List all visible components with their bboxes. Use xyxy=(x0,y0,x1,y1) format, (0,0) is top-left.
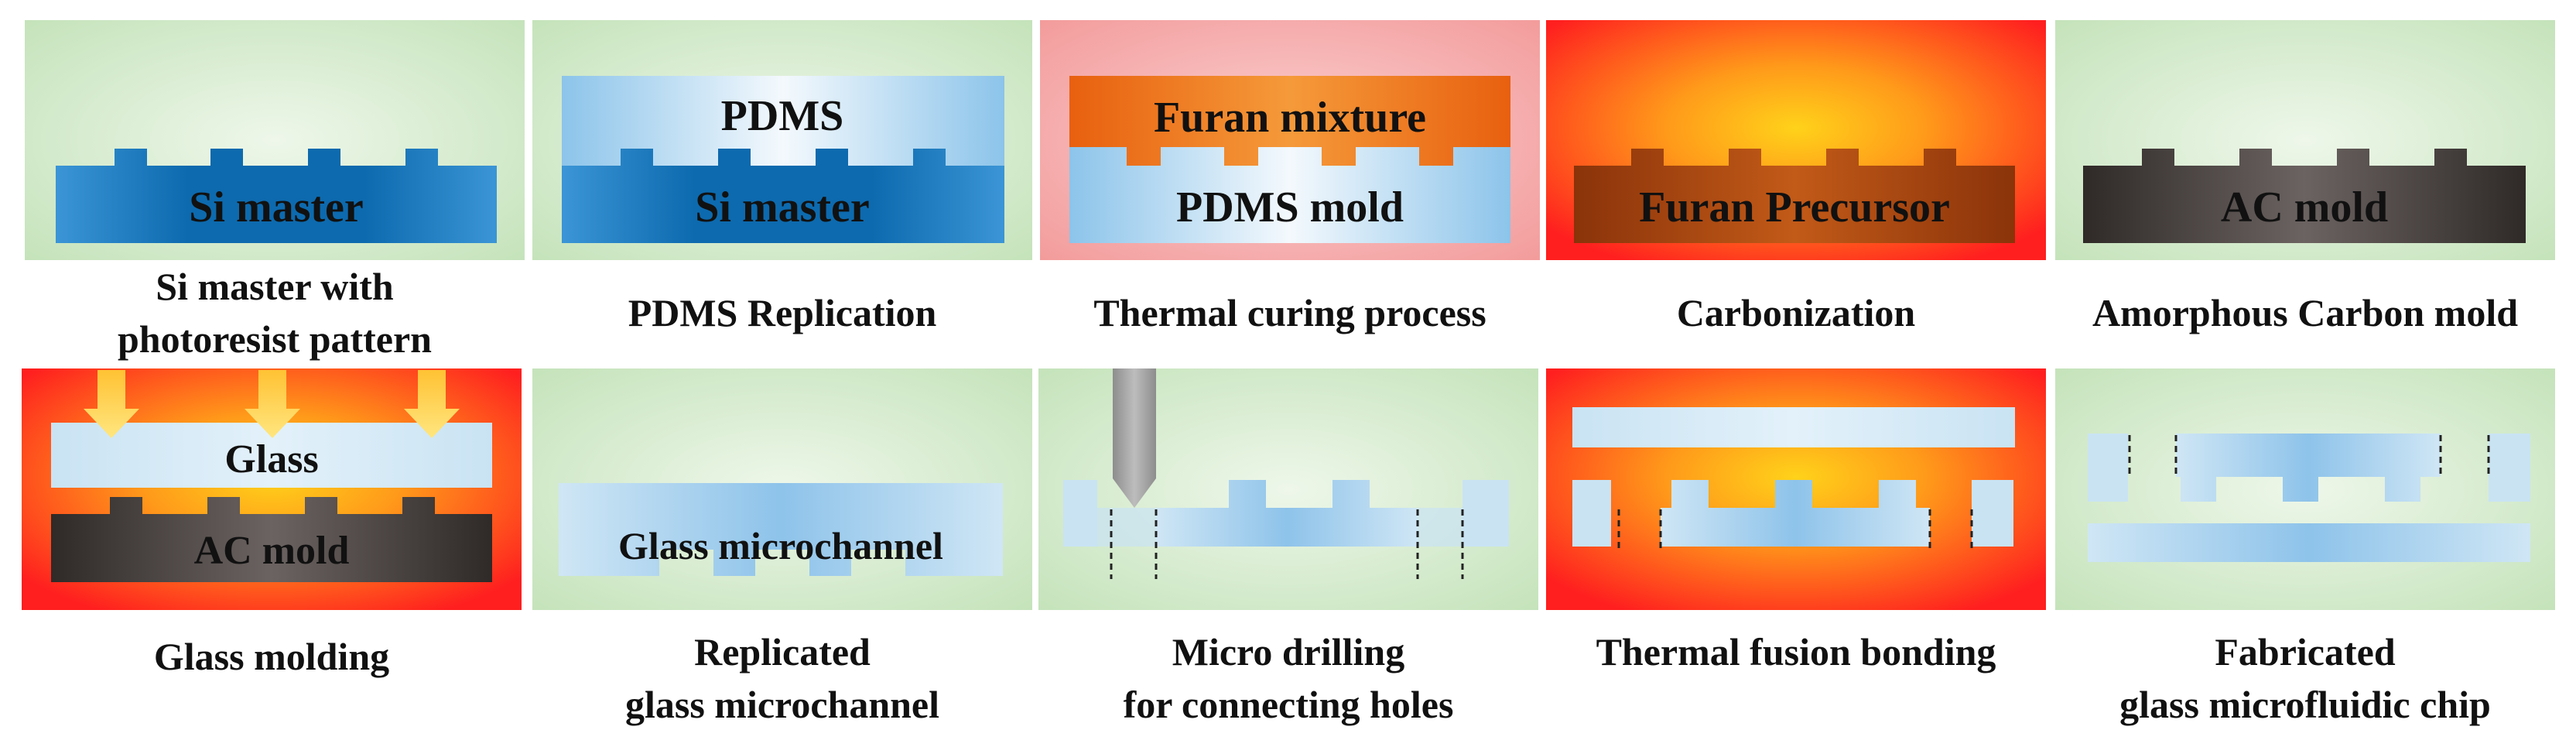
heat-arrow-icon xyxy=(84,370,139,438)
glass-block-inner-right xyxy=(1418,508,1462,547)
caption-pdms-replication: PDMS Replication xyxy=(532,286,1032,339)
caption-line: Micro drilling xyxy=(1172,630,1405,673)
furan-precursor-label: Furan Precursor xyxy=(1639,183,1950,231)
bottom-glass-substrate xyxy=(2088,523,2530,562)
si-master-label: Si master xyxy=(189,183,364,231)
caption-line: photoresist pattern xyxy=(117,317,432,361)
caption-replicated-glass: Replicated glass microchannel xyxy=(532,625,1032,731)
caption-line: Amorphous Carbon mold xyxy=(2092,291,2519,334)
caption-line: Replicated xyxy=(694,630,871,673)
caption-thermal-fusion: Thermal fusion bonding xyxy=(1546,625,2046,678)
panel-carbonization: Furan Precursor xyxy=(1546,20,2046,260)
glass-block-left xyxy=(1063,480,1097,547)
glass-block-right xyxy=(2489,434,2530,502)
caption-si-master: Si master with photoresist pattern xyxy=(25,260,525,365)
panel-glass-molding: Glass AC mold xyxy=(22,368,522,610)
caption-line: Fabricated xyxy=(2215,630,2396,673)
glass-block-right xyxy=(1462,480,1509,547)
pdms-mold-label: PDMS mold xyxy=(1176,183,1404,231)
glass-label: Glass xyxy=(224,437,318,482)
caption-fabricated-chip: Fabricated glass microfluidic chip xyxy=(2055,625,2555,731)
caption-carbonization: Carbonization xyxy=(1546,286,2046,339)
caption-glass-molding: Glass molding xyxy=(22,630,522,683)
panel-glass-microchannel: Glass microchannel xyxy=(532,368,1032,610)
caption-line: PDMS Replication xyxy=(628,291,937,334)
caption-line: Thermal curing process xyxy=(1093,291,1486,334)
glass-block-left xyxy=(2088,434,2128,502)
ac-mold-label: AC mold xyxy=(2221,183,2388,231)
furan-precursor-shape xyxy=(1574,149,2015,243)
ac-mold-shape xyxy=(2083,149,2526,243)
caption-micro-drilling: Micro drilling for connecting holes xyxy=(1038,625,1538,731)
panel-thermal-fusion xyxy=(1546,368,2046,610)
caption-line: glass microfluidic chip xyxy=(2119,683,2491,726)
drill-bit-icon xyxy=(1113,368,1156,508)
panel-micro-drilling xyxy=(1038,368,1538,610)
caption-line: Si master with xyxy=(156,265,394,308)
panel-fabricated-chip xyxy=(2055,368,2555,610)
ac-mold-label: AC mold xyxy=(194,529,350,573)
panel-pdms-replication: PDMS Si master xyxy=(532,20,1032,260)
glass-block-right xyxy=(1972,480,2013,547)
heat-arrow-icon xyxy=(404,370,460,438)
glass-block-left xyxy=(1572,480,1611,547)
glass-block-inner-left xyxy=(1097,508,1156,547)
caption-line: Thermal fusion bonding xyxy=(1596,630,1996,673)
pdms-mold-shape xyxy=(1069,147,1510,243)
glass-channel-middle xyxy=(1661,480,1930,547)
caption-line: Carbonization xyxy=(1676,291,1916,334)
caption-line: Glass molding xyxy=(153,635,390,678)
si-master-label: Si master xyxy=(695,183,870,231)
furan-mixture-label: Furan mixture xyxy=(1154,94,1426,142)
caption-thermal-curing: Thermal curing process xyxy=(1040,286,1540,339)
panel-ac-mold: AC mold xyxy=(2055,20,2555,260)
si-master-shape xyxy=(56,149,497,243)
glass-channel-middle xyxy=(1156,480,1418,547)
glass-microchannel-shape xyxy=(559,483,1003,576)
caption-line: glass microchannel xyxy=(624,683,940,726)
caption-line: for connecting holes xyxy=(1123,683,1454,726)
si-master-shape xyxy=(562,149,1004,243)
panel-thermal-curing: Furan mixture PDMS mold xyxy=(1040,20,1540,260)
panel-si-master: Si master xyxy=(25,20,525,260)
glass-microchannel-label: Glass microchannel xyxy=(618,524,943,567)
ac-mold-shape xyxy=(51,497,492,582)
pdms-label: PDMS xyxy=(721,92,844,140)
glass-channel-top xyxy=(2176,434,2441,502)
cover-glass xyxy=(1572,407,2015,447)
caption-amorphous-carbon: Amorphous Carbon mold xyxy=(2055,286,2555,339)
heat-arrow-icon xyxy=(245,370,300,438)
